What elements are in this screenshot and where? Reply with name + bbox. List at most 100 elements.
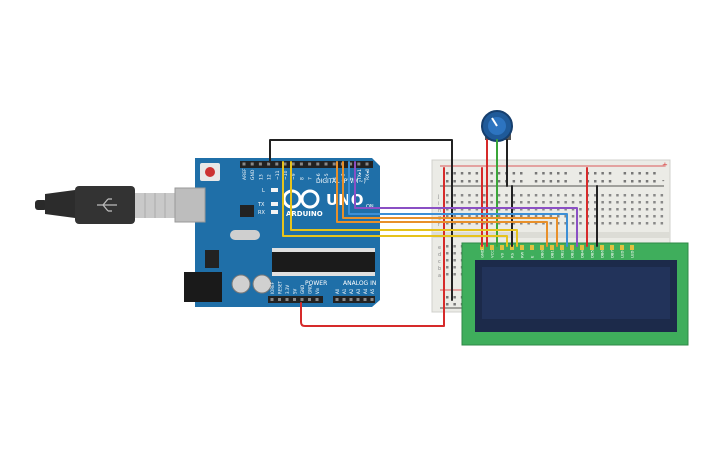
breadboard-hole[interactable]: [468, 222, 471, 225]
header-pin[interactable]: [349, 162, 353, 166]
lcd-pin[interactable]: [560, 245, 564, 250]
breadboard-hole[interactable]: [534, 222, 538, 225]
breadboard-hole[interactable]: [542, 208, 545, 211]
breadboard-hole[interactable]: [505, 201, 508, 204]
breadboard-hole[interactable]: [460, 215, 464, 218]
breadboard-hole[interactable]: [453, 172, 456, 175]
breadboard-hole[interactable]: [631, 180, 634, 183]
breadboard-hole[interactable]: [616, 201, 619, 204]
breadboard-hole[interactable]: [549, 208, 553, 211]
breadboard-hole[interactable]: [601, 222, 604, 225]
header-pin[interactable]: [283, 162, 287, 166]
breadboard-hole[interactable]: [468, 172, 471, 175]
breadboard-hole[interactable]: [571, 215, 575, 218]
breadboard-hole[interactable]: [549, 194, 553, 197]
breadboard-hole[interactable]: [623, 215, 627, 218]
lcd-pin[interactable]: [570, 245, 574, 250]
breadboard-hole[interactable]: [638, 201, 641, 204]
breadboard-hole[interactable]: [542, 180, 545, 183]
lcd-pin[interactable]: [630, 245, 634, 250]
breadboard-hole[interactable]: [527, 215, 530, 218]
breadboard-hole[interactable]: [608, 222, 612, 225]
breadboard-hole[interactable]: [490, 194, 493, 197]
breadboard-hole[interactable]: [534, 201, 538, 204]
breadboard-hole[interactable]: [534, 172, 538, 175]
breadboard-hole[interactable]: [564, 172, 567, 175]
breadboard-hole[interactable]: [490, 215, 493, 218]
lcd-pin[interactable]: [550, 245, 554, 250]
breadboard-hole[interactable]: [579, 222, 582, 225]
breadboard-hole[interactable]: [623, 201, 627, 204]
breadboard-hole[interactable]: [601, 172, 604, 175]
breadboard-hole[interactable]: [594, 180, 597, 183]
breadboard-hole[interactable]: [542, 172, 545, 175]
breadboard-hole[interactable]: [645, 201, 649, 204]
header-pin[interactable]: [300, 298, 304, 301]
breadboard-hole[interactable]: [557, 201, 560, 204]
breadboard-hole[interactable]: [468, 208, 471, 211]
breadboard-hole[interactable]: [527, 201, 530, 204]
breadboard-hole[interactable]: [631, 201, 634, 204]
breadboard-hole[interactable]: [608, 172, 612, 175]
header-pin[interactable]: [250, 162, 254, 166]
breadboard-hole[interactable]: [608, 215, 612, 218]
breadboard-hole[interactable]: [557, 172, 560, 175]
header-pin[interactable]: [365, 162, 369, 166]
breadboard-hole[interactable]: [520, 172, 523, 175]
breadboard-hole[interactable]: [564, 215, 567, 218]
breadboard-hole[interactable]: [453, 252, 456, 255]
breadboard-hole[interactable]: [453, 245, 456, 248]
header-pin[interactable]: [315, 298, 319, 301]
breadboard-hole[interactable]: [542, 215, 545, 218]
lcd-pin[interactable]: [620, 245, 624, 250]
breadboard-hole[interactable]: [623, 194, 627, 197]
breadboard-hole[interactable]: [638, 194, 641, 197]
breadboard-hole[interactable]: [623, 208, 627, 211]
breadboard-hole[interactable]: [446, 252, 449, 255]
lcd-pin[interactable]: [580, 245, 584, 250]
breadboard-hole[interactable]: [490, 180, 493, 183]
header-pin[interactable]: [278, 298, 281, 301]
breadboard-hole[interactable]: [542, 201, 545, 204]
breadboard-hole[interactable]: [520, 180, 523, 183]
breadboard-hole[interactable]: [579, 208, 582, 211]
lcd-pin[interactable]: [500, 245, 504, 250]
header-pin[interactable]: [285, 298, 289, 301]
breadboard-hole[interactable]: [653, 201, 656, 204]
breadboard-hole[interactable]: [594, 215, 597, 218]
header-pin[interactable]: [332, 162, 336, 166]
breadboard-hole[interactable]: [468, 215, 471, 218]
breadboard-hole[interactable]: [557, 194, 560, 197]
breadboard-hole[interactable]: [579, 215, 582, 218]
breadboard-hole[interactable]: [468, 180, 471, 183]
header-pin[interactable]: [357, 162, 361, 166]
breadboard-hole[interactable]: [460, 172, 464, 175]
breadboard-hole[interactable]: [490, 208, 493, 211]
breadboard-hole[interactable]: [512, 215, 516, 218]
header-pin[interactable]: [324, 162, 328, 166]
breadboard-hole[interactable]: [653, 194, 656, 197]
header-pin[interactable]: [349, 298, 353, 301]
breadboard-hole[interactable]: [631, 215, 634, 218]
breadboard-hole[interactable]: [497, 222, 501, 225]
breadboard-hole[interactable]: [557, 180, 560, 183]
breadboard-hole[interactable]: [483, 215, 486, 218]
breadboard-hole[interactable]: [520, 201, 523, 204]
breadboard-hole[interactable]: [490, 172, 493, 175]
breadboard-hole[interactable]: [483, 201, 486, 204]
breadboard-hole[interactable]: [534, 180, 538, 183]
breadboard-hole[interactable]: [653, 180, 656, 183]
header-pin[interactable]: [342, 298, 346, 301]
breadboard-hole[interactable]: [608, 194, 612, 197]
breadboard-hole[interactable]: [468, 194, 471, 197]
breadboard-hole[interactable]: [475, 201, 479, 204]
breadboard-hole[interactable]: [645, 180, 649, 183]
breadboard-hole[interactable]: [475, 194, 479, 197]
breadboard-hole[interactable]: [608, 201, 612, 204]
breadboard-hole[interactable]: [505, 215, 508, 218]
breadboard-hole[interactable]: [446, 273, 449, 276]
breadboard-hole[interactable]: [645, 208, 649, 211]
breadboard-hole[interactable]: [645, 194, 649, 197]
breadboard-hole[interactable]: [549, 180, 553, 183]
